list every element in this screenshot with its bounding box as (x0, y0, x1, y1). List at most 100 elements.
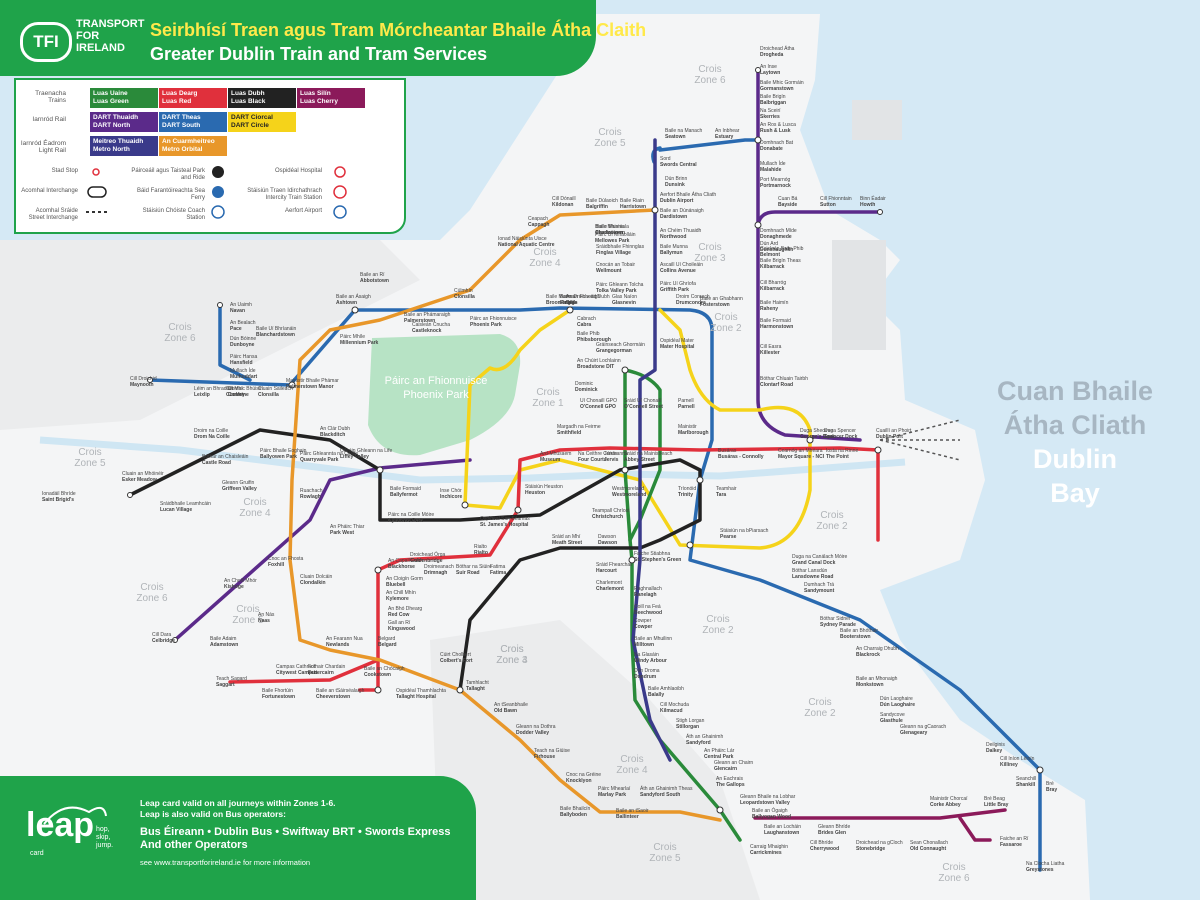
tfi-logo[interactable]: TFI (20, 22, 72, 62)
